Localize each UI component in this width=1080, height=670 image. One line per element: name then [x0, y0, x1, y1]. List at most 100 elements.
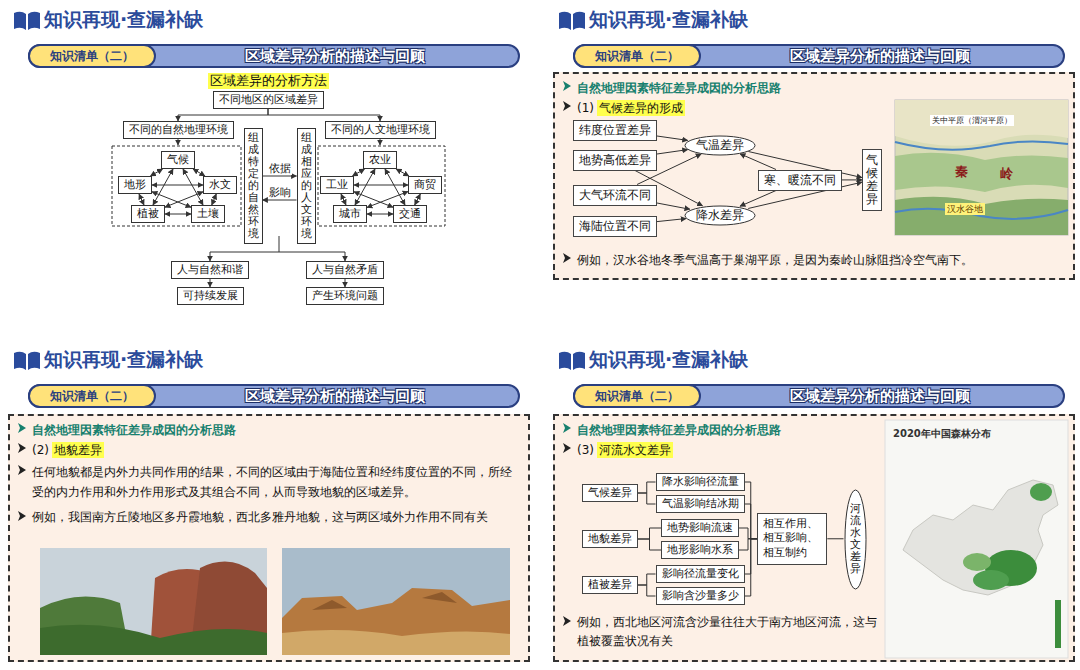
process-box: 气候差异 [582, 484, 638, 502]
node-text: 组成相应的人文环境 [301, 132, 312, 241]
node-text: 河流水文差异 [850, 503, 861, 576]
node-text: 例如，汉水谷地冬季气温高于巢湖平原，是因为秦岭山脉阻挡冷空气南下。 [577, 251, 1067, 270]
flow-line [178, 139, 380, 261]
process-box: 产生环境问题 [306, 287, 384, 305]
node-text: 纬度位置差异 [579, 123, 651, 138]
process-box: 工业 [320, 176, 354, 194]
connector [638, 539, 661, 550]
process-box: 组成特定的自然环境 [244, 128, 263, 245]
node-text: 河流水文差异 [597, 442, 673, 458]
process-box: 城市 [333, 205, 367, 223]
connector [355, 169, 375, 205]
node-text: 人与自然和谐 [177, 263, 243, 277]
node-text: 组成特定的自然环境 [248, 132, 259, 241]
title-band: 区域差异分析的描述与回顾知识清单（二） [573, 384, 1065, 408]
connector [638, 585, 656, 596]
content-frame: 自然地理因素特征差异成因的分析思路(2)地貌差异任何地貌都是内外力共同作用的结果… [8, 414, 530, 662]
title-band: 区域差异分析的描述与回顾知识清单（二） [28, 384, 520, 408]
map-label: 关中平原（渭河平原） [930, 115, 1014, 126]
title-band: 区域差异分析的描述与回顾知识清单（二） [28, 44, 520, 68]
process-box: 地貌差异 [582, 530, 638, 548]
node-text: 商贸 [414, 178, 436, 192]
node-text: 海陆位置不同 [579, 219, 651, 234]
node-text: (2) [32, 442, 49, 458]
connector [657, 150, 688, 154]
node-text: 地势高低差异 [579, 153, 651, 168]
node-text: 气候差异的形成 [597, 100, 685, 116]
connector [415, 194, 421, 205]
connector [396, 169, 409, 176]
process-box: 人与自然和谐 [171, 261, 249, 279]
edge-label: 影响 [268, 186, 292, 199]
node-text: (3) [577, 442, 594, 458]
oval-node: 降水差异 [684, 205, 756, 226]
node-text: 自然地理因素特征差异成因的分析思路 [577, 422, 781, 438]
connector [638, 482, 656, 493]
process-box: 气候差异 [862, 149, 882, 212]
node-text: 例如，西北地区河流含沙量往往大于南方地区河流，这与植被覆盖状况有关 [577, 613, 877, 651]
node-text: 气候差异 [588, 486, 632, 500]
section-pill: 知识清单（二） [573, 384, 701, 408]
node-text: 工业 [326, 178, 348, 192]
process-box: 气温影响结冰期 [656, 495, 745, 513]
process-box: 农业 [363, 151, 397, 169]
oval-outline [685, 136, 755, 155]
node-text: 降水影响径流量 [662, 475, 739, 489]
node-text: 植被 [137, 207, 159, 221]
oval-node: 河流水文差异 [844, 489, 867, 590]
node-text: 交通 [399, 207, 421, 221]
edge-label: 依据 [268, 162, 292, 175]
node-text: 不同的自然地理环境 [129, 123, 228, 137]
connector [183, 169, 203, 205]
connector [657, 219, 686, 222]
node-text: 水文 [209, 178, 231, 192]
node-text: 区域差异分析的描述与回顾 [160, 47, 510, 65]
connector [745, 539, 758, 596]
node-text: 气候差异 [866, 154, 878, 207]
connector [139, 194, 144, 205]
process-box: 相互作用、相互影响、相互制约 [757, 513, 827, 566]
panel-ground [553, 414, 1075, 662]
node-text: 知识清单（二） [30, 388, 154, 404]
connector [152, 185, 203, 186]
node-text: 降水差异 [696, 208, 744, 223]
node-text: 地形 [124, 178, 146, 192]
node-text: 自然地理因素特征差异成因的分析思路 [32, 422, 236, 438]
node-text: 人与自然矛盾 [312, 263, 378, 277]
node-text: 知识清单（二） [575, 388, 699, 404]
process-box: 人与自然矛盾 [306, 261, 384, 279]
node-text: 土壤 [197, 207, 219, 221]
process-box: 可持续发展 [177, 287, 244, 305]
connector [657, 203, 690, 209]
process-box: 大气环流不同 [573, 185, 657, 206]
connector [367, 214, 393, 215]
node-text: 地貌差异 [52, 442, 104, 458]
connector [212, 194, 217, 205]
page-header: 知识再现·查漏补缺 [44, 8, 203, 30]
node-text: 地势影响流速 [667, 521, 733, 535]
connector [638, 574, 656, 585]
connector [739, 528, 757, 539]
connector [352, 169, 364, 176]
connector [150, 169, 162, 176]
panel-ground [553, 72, 1075, 280]
process-box: 地势高低差异 [573, 150, 657, 171]
forest-map [885, 420, 1068, 658]
connector [263, 176, 297, 177]
node-text: 影响含沙量多少 [662, 589, 739, 603]
node-text: 地貌差异 [588, 532, 632, 546]
process-box: 植被差异 [582, 576, 638, 594]
group-frame [112, 146, 445, 226]
node-text: 地形影响水系 [667, 543, 733, 557]
connector [341, 194, 346, 205]
title-band: 区域差异分析的描述与回顾知识清单（二） [573, 44, 1065, 68]
connector [745, 482, 758, 539]
page-header: 知识再现·查漏补缺 [589, 348, 748, 370]
connector [345, 279, 346, 287]
process-box: 地形 [118, 176, 152, 194]
terrain-map [895, 100, 1068, 235]
node-text: 不同的人文地理环境 [331, 123, 430, 137]
